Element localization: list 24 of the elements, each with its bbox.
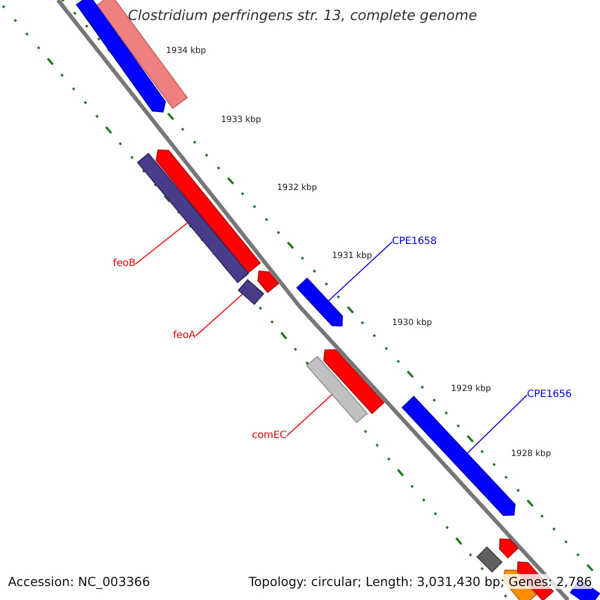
scale-label: 1930 kbp (392, 318, 432, 328)
gene-label: CPE1656 (527, 389, 572, 401)
scale-label: 1934 kbp (166, 46, 206, 56)
scale-label: 1933 kbp (221, 115, 262, 126)
gene-label: feoA (173, 330, 196, 342)
leader-line (286, 394, 333, 436)
scale-label: 1928 kbp (511, 449, 552, 460)
leader-line (195, 293, 244, 336)
gene-bar (306, 356, 368, 424)
scale-label: 1929 kbp (451, 384, 492, 394)
gene-bar (238, 279, 264, 305)
accession-text: Accession: NC_003366 (8, 574, 150, 589)
genome-info-text: Topology: circular; Length: 3,031,430 bp; Genes: 2,786 (248, 574, 592, 589)
leader-line (466, 394, 528, 454)
gene-bar (136, 152, 250, 284)
scale-label: 1932 kbp (277, 183, 318, 194)
scale-label: 1931 kbp (332, 251, 372, 262)
gene-label: feoB (113, 258, 136, 270)
title: Clostridium perfringens str. 13, complete genome (128, 8, 478, 25)
gene-label: CPE1658 (392, 236, 437, 248)
leader-line (135, 222, 188, 264)
gene-bar (296, 278, 343, 327)
gene-label: comEC (252, 430, 287, 442)
leader-line (328, 242, 392, 302)
